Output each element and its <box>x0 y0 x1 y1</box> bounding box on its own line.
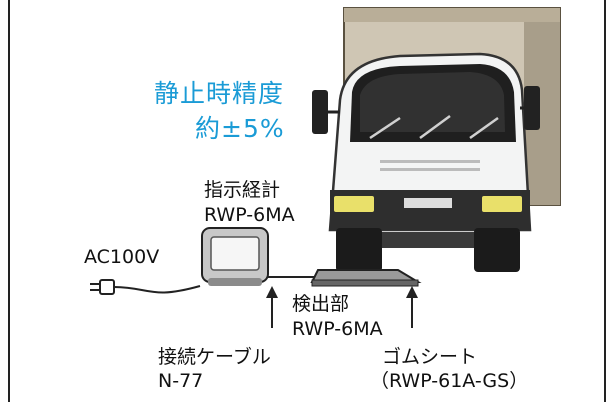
power-supply-label: AC100V <box>84 246 160 268</box>
indicator-unit-icon <box>201 227 269 286</box>
up-arrow-icon <box>266 286 278 328</box>
truck-illustration <box>312 7 561 272</box>
indicator-name-label: 指示経計 <box>204 179 281 201</box>
frame-border-left <box>8 0 10 402</box>
indicator-model-label: RWP-6MA <box>204 204 295 226</box>
accuracy-title: 静止時精度 <box>154 79 285 108</box>
accuracy-value: 約±5% <box>195 114 285 143</box>
detector-name-label: 検出部 <box>292 293 350 315</box>
rubber-sheet-name-label: ゴムシート <box>382 346 478 368</box>
cable-model-label: N-77 <box>158 370 204 392</box>
frame-border-right <box>604 0 606 402</box>
detector-pad-icon <box>310 269 422 287</box>
power-plug-icon <box>90 279 201 295</box>
detector-model-label: RWP-6MA <box>292 318 383 340</box>
up-arrow-icon <box>406 286 418 328</box>
rubber-sheet-model-label: （RWP-61A-GS） <box>370 370 529 392</box>
cable-name-label: 接続ケーブル <box>158 346 271 368</box>
